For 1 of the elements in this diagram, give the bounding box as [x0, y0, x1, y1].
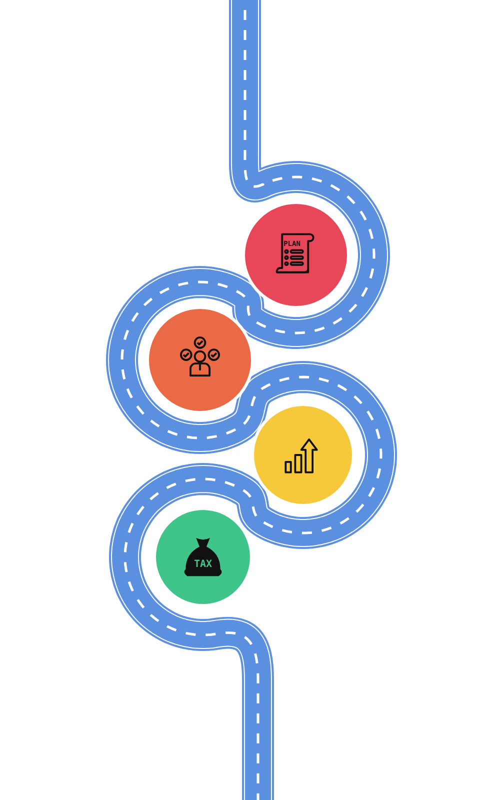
icon-label: TAX	[194, 560, 212, 570]
